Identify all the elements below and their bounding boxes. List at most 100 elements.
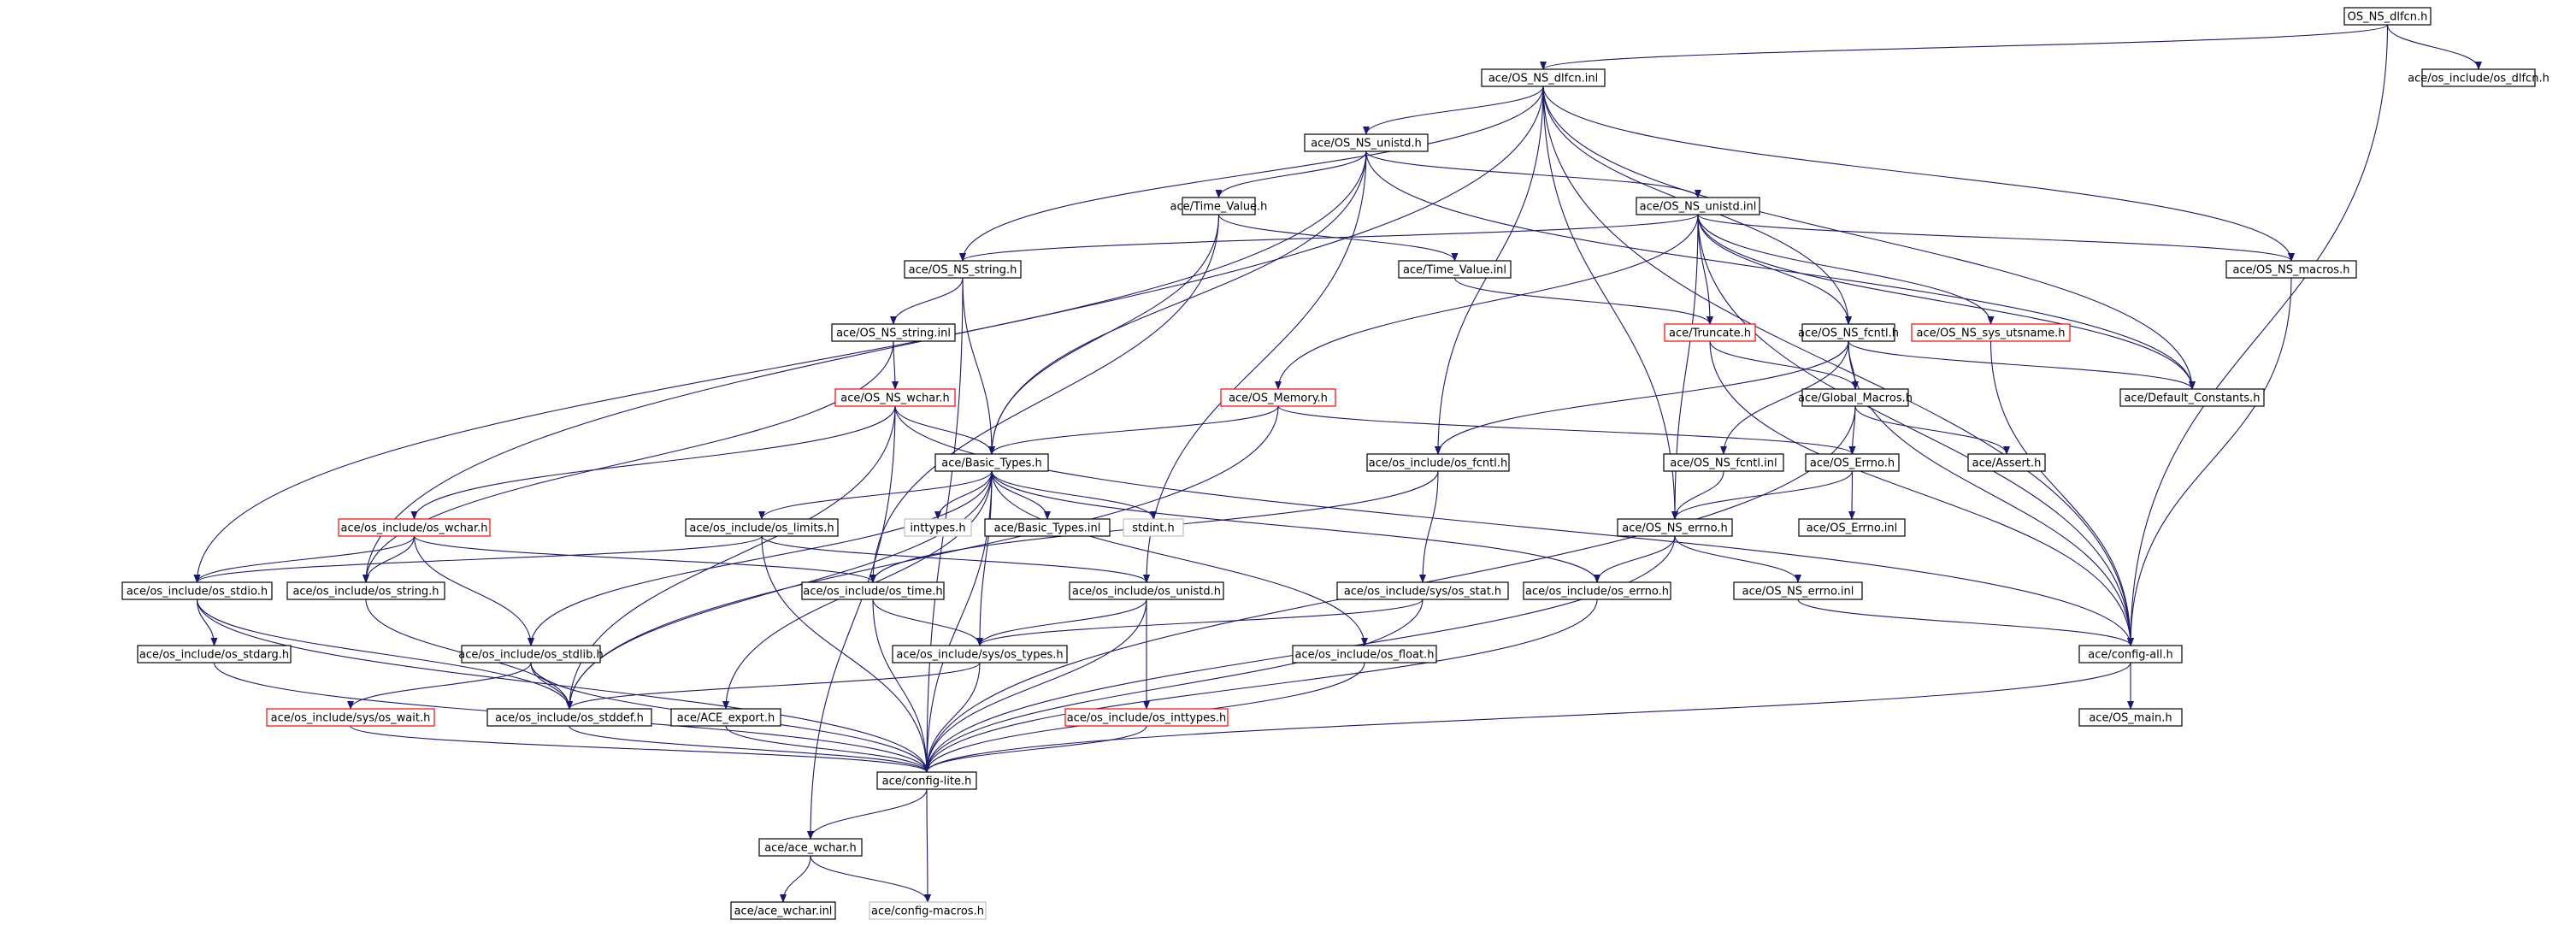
node-box (1801, 388, 1909, 407)
node-global-macros[interactable]: ace/Global_Macros.h (1798, 388, 1913, 407)
edge-ace_wchar_h-to-ace_wchar_inl (780, 855, 811, 903)
edge-os_unistd-to-config_lite (923, 599, 1147, 773)
node-wchar-h[interactable]: ace/OS_NS_wchar.h (834, 388, 956, 407)
node-label: ace/OS_NS_string.inl (836, 327, 951, 340)
node-os-fcntl[interactable]: ace/os_include/os_fcntl.h (1366, 453, 1510, 472)
node-os-stddef[interactable]: ace/os_include/os_stddef.h (486, 708, 652, 727)
edge-os_stdio-to-config_lite (196, 599, 930, 773)
node-time-value-h[interactable]: ace/Time_Value.h (1170, 197, 1268, 215)
node-ace-wchar-inl[interactable]: ace/ace_wchar.inl (730, 901, 836, 920)
node-ace-wchar-h[interactable]: ace/ace_wchar.h (758, 838, 863, 857)
edge-unistd_h-to-os_stdio (193, 150, 1367, 583)
node-config-lite[interactable]: ace/config-lite.h (876, 771, 977, 790)
node-label: ace/OS_NS_string.h (909, 264, 1017, 277)
node-label: ace/OS_NS_unistd.inl (1640, 201, 1757, 214)
node-label: ace/config-all.h (2088, 649, 2173, 662)
node-box (904, 518, 972, 537)
edge-unistd_inl-to-default_constants (1697, 214, 2196, 390)
node-utsname-h[interactable]: ace/OS_NS_sys_utsname.h (1911, 323, 2071, 342)
edge-os_stdio-to-os_stddef (196, 599, 573, 710)
node-box (1636, 197, 1760, 215)
node-sys-wait[interactable]: ace/os_include/sys/os_wait.h (266, 708, 435, 727)
node-label: ace/os_include/os_stdarg.h (139, 649, 289, 662)
node-box (892, 645, 1068, 664)
node-box (1336, 581, 1509, 600)
node-box (1292, 645, 1437, 664)
node-stdint-h[interactable]: stdint.h (1123, 518, 1184, 537)
edge-sys_wait-to-config_lite (350, 725, 930, 773)
node-truncate-h[interactable]: ace/Truncate.h (1664, 323, 1756, 342)
edge-unistd_h-to-default_constants (1365, 150, 2196, 390)
node-label: ace/os_include/os_time.h (803, 586, 942, 599)
edge-fcntl_h-to-config_all (1848, 340, 2134, 646)
node-string-h[interactable]: ace/OS_NS_string.h (904, 260, 1022, 279)
edge-dlfcn_inl-to-unistd_h (1363, 86, 1544, 135)
node-ace-export[interactable]: ace/ACE_export.h (670, 708, 781, 727)
node-os-string[interactable]: ace/os_include/os_string.h (286, 581, 445, 600)
node-dlfcn-inl[interactable]: ace/OS_NS_dlfcn.inl (1481, 68, 1606, 87)
edge-unistd_h-to-time_value_h (1215, 150, 1367, 198)
edge-unistd_inl-to-macros_h (1697, 214, 2295, 262)
node-box (1911, 323, 2071, 342)
node-os-stdio[interactable]: ace/os_include/os_stdio.h (121, 581, 273, 600)
node-basic-types-inl[interactable]: ace/Basic_Types.inl (984, 518, 1111, 537)
node-box (1366, 453, 1510, 472)
node-unistd-inl[interactable]: ace/OS_NS_unistd.inl (1636, 197, 1760, 215)
node-os-errno-inc[interactable]: ace/os_include/os_errno.h (1523, 581, 1671, 600)
node-label: ace/os_include/sys/os_stat.h (1344, 586, 1501, 599)
node-os-main[interactable]: ace/OS_main.h (2078, 708, 2183, 727)
node-ns-errno-inl[interactable]: ace/OS_NS_errno.inl (1733, 581, 1863, 600)
node-os-errno-ace[interactable]: ace/OS_Errno.h (1805, 453, 1900, 472)
node-assert-h[interactable]: ace/Assert.h (1967, 453, 2046, 472)
edge-unistd_h-to-os_unistd (1143, 150, 1367, 583)
node-label: ace/OS_NS_dlfcn.inl (1488, 73, 1598, 86)
node-label: ace/Basic_Types.inl (994, 522, 1101, 535)
edge-os_fcntl-to-sys_stat (1419, 470, 1439, 583)
node-os-inttypes[interactable]: ace/os_include/os_inttypes.h (1064, 708, 1229, 727)
node-config-all[interactable]: ace/config-all.h (2078, 645, 2183, 664)
node-memory-h[interactable]: ace/OS_Memory.h (1220, 388, 1336, 407)
node-os-errno-inl[interactable]: ace/OS_Errno.inl (1798, 518, 1906, 537)
node-os-unistd[interactable]: ace/os_include/os_unistd.h (1069, 581, 1224, 600)
node-ns-errno-h[interactable]: ace/OS_NS_errno.h (1617, 518, 1733, 537)
node-label: ace/ACE_export.h (677, 712, 775, 725)
node-macros-h[interactable]: ace/OS_NS_macros.h (2225, 260, 2357, 279)
node-os-time[interactable]: ace/os_include/os_time.h (801, 581, 945, 600)
edge-basic_types_h-to-os_errno_inc (991, 470, 1600, 583)
node-box (1801, 323, 1895, 342)
node-os-wchar[interactable]: ace/os_include/os_wchar.h (338, 518, 491, 537)
node-label: ace/os_include/os_unistd.h (1072, 586, 1221, 599)
node-root[interactable]: OS_NS_dlfcn.h (2343, 7, 2432, 26)
edge-dlfcn_inl-to-string_h (959, 86, 1544, 262)
node-box (730, 901, 836, 920)
node-fcntl-h[interactable]: ace/OS_NS_fcntl.h (1798, 323, 1899, 342)
node-string-inl[interactable]: ace/OS_NS_string.inl (831, 323, 956, 342)
node-os-stdlib[interactable]: ace/os_include/os_stdlib.h (458, 645, 604, 664)
node-config-macros[interactable]: ace/config-macros.h (869, 901, 987, 920)
node-fcntl-inl[interactable]: ace/OS_NS_fcntl.inl (1663, 453, 1784, 472)
node-sys-stat[interactable]: ace/os_include/sys/os_stat.h (1336, 581, 1509, 600)
edge-sys_stat-to-sys_types (976, 599, 1424, 646)
node-os-float[interactable]: ace/os_include/os_float.h (1292, 645, 1437, 664)
node-sys-types[interactable]: ace/os_include/sys/os_types.h (892, 645, 1068, 664)
node-box (758, 838, 863, 857)
node-time-value-inl[interactable]: ace/Time_Value.inl (1398, 260, 1512, 279)
node-label: stdint.h (1132, 522, 1174, 535)
node-default-constants[interactable]: ace/Default_Constants.h (2119, 388, 2265, 407)
node-box (1733, 581, 1863, 600)
node-os-dlfcn[interactable]: ace/os_include/os_dlfcn.h (2408, 68, 2549, 87)
node-label: ace/Default_Constants.h (2124, 392, 2260, 405)
node-basic-types-h[interactable]: ace/Basic_Types.h (934, 453, 1049, 472)
node-unistd-h[interactable]: ace/OS_NS_unistd.h (1304, 133, 1429, 152)
edge-os_unistd-to-sys_types (976, 599, 1147, 646)
node-layer: OS_NS_dlfcn.h ace/OS_NS_dlfcn.inl ace/os_i… (121, 7, 2549, 920)
node-label: ace/OS_main.h (2089, 712, 2172, 725)
node-os-limits[interactable]: ace/os_include/os_limits.h (685, 518, 839, 537)
node-os-stdarg[interactable]: ace/os_include/os_stdarg.h (137, 645, 292, 664)
node-inttypes-h[interactable]: inttypes.h (904, 518, 972, 537)
node-label: ace/OS_NS_unistd.h (1311, 138, 1422, 150)
edge-time_value_inl-to-truncate_h (1453, 277, 1713, 325)
node-label: ace/Global_Macros.h (1798, 392, 1913, 405)
node-box (2343, 7, 2432, 26)
node-label: ace/Time_Value.inl (1403, 264, 1506, 277)
